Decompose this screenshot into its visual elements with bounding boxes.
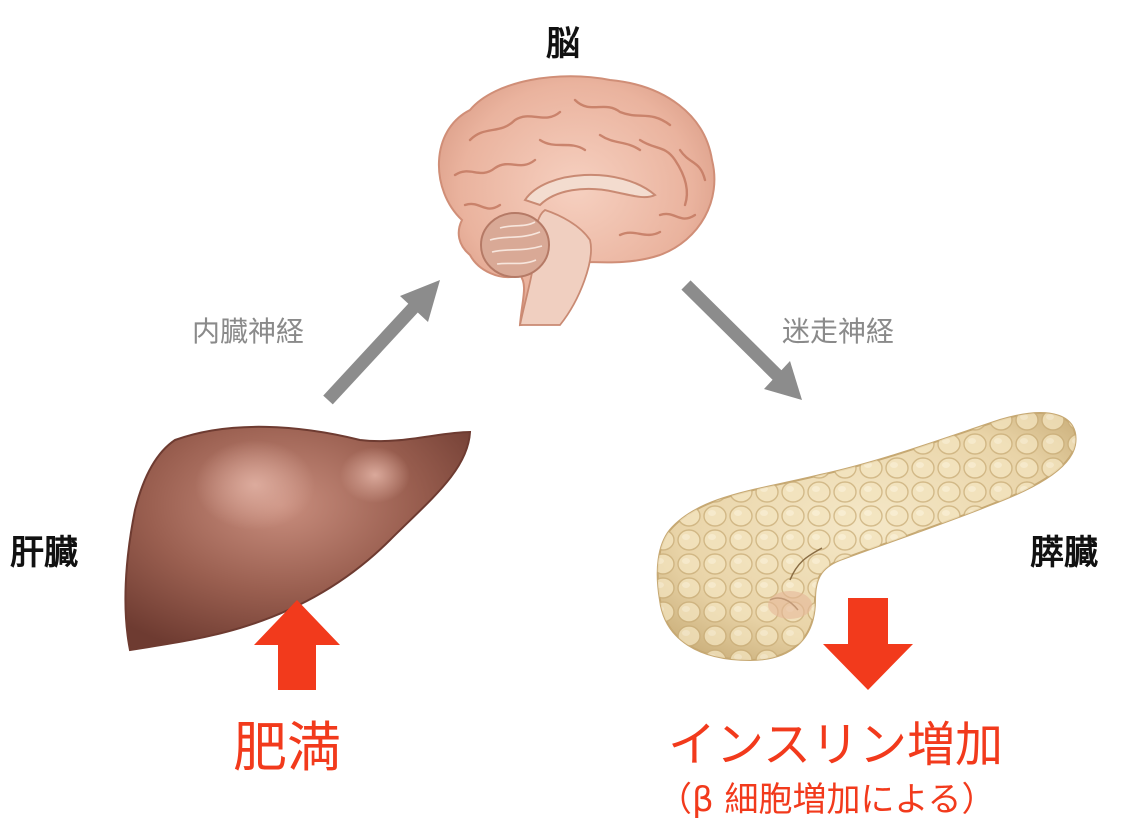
visceral-nerve-arrow <box>328 280 440 400</box>
pancreas-label: 膵臓 <box>1030 525 1098 574</box>
obesity-label: 肥満 <box>233 703 341 782</box>
liver-label: 肝臓 <box>10 525 78 574</box>
insulin-increase-label: インスリン増加 <box>668 705 1003 775</box>
beta-cell-note-label: （β 細胞増加による） <box>658 772 996 821</box>
brain-icon <box>439 76 714 325</box>
insulin-down-arrow <box>823 598 913 690</box>
brain-label: 脳 <box>546 16 580 65</box>
visceral-nerve-label: 内臓神経 <box>192 310 304 350</box>
vagus-nerve-label: 迷走神経 <box>782 310 894 350</box>
